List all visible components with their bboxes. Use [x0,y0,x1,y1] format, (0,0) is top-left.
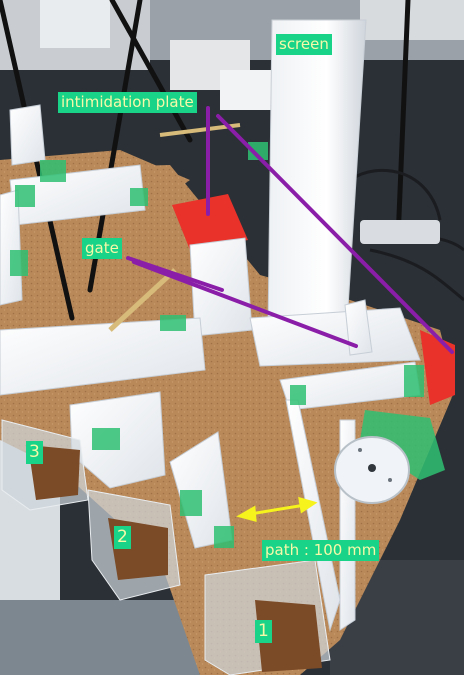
power-strip [360,220,440,244]
target-disc [334,436,410,504]
box-number-1: 1 [255,620,272,643]
gate-label: gate [82,238,122,259]
intimidation-plate-label: intimidation plate [58,92,197,113]
box-number-3: 3 [26,441,43,464]
wooden-stick [108,268,177,332]
path-label: path : 100 mm [262,540,380,561]
path-width-arrow [236,496,318,522]
screen-label: screen [276,34,332,55]
green-tape [10,142,445,548]
pointer-lines [126,106,454,354]
intimidation-plate-left [172,194,248,250]
box-number-2: 2 [114,526,131,549]
holding-boxes [1,419,331,675]
